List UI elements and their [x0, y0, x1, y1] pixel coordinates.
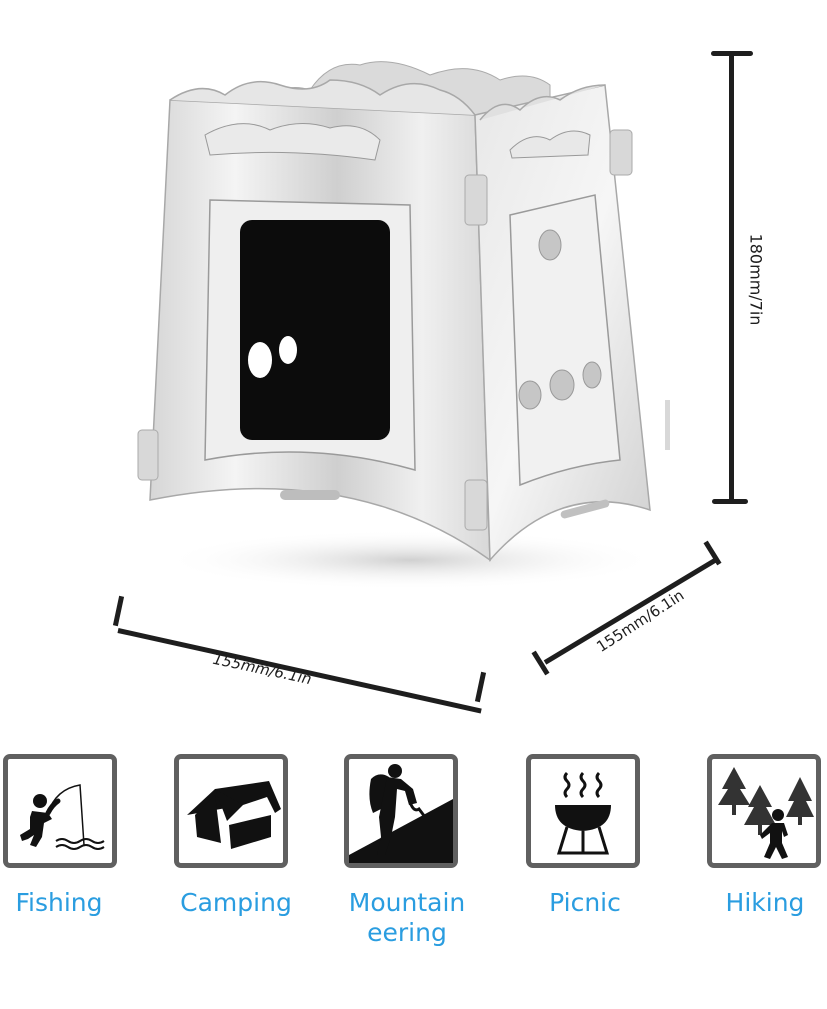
grill-icon	[555, 771, 611, 855]
height-dimension-label: 180mm/7in	[746, 233, 766, 326]
front-width-cap-right	[474, 671, 487, 703]
climber-icon	[349, 764, 453, 863]
activity-label-fishing: Fishing	[15, 888, 103, 917]
camping-icon-card	[174, 754, 288, 868]
fishing-icon-card	[3, 754, 117, 868]
tent-icon	[187, 781, 281, 849]
activity-label-camping: Camping	[180, 888, 292, 917]
front-width-dimension-label: 155mm/6.1in	[211, 649, 314, 689]
picnic-icon-card	[526, 754, 640, 868]
hiker-icon	[718, 767, 814, 859]
hiking-icon-card	[707, 754, 821, 868]
height-dimension-cap-top	[711, 51, 753, 56]
height-dimension-cap-bottom	[712, 499, 748, 504]
front-width-cap-left	[112, 595, 125, 627]
activity-label-mountaineering-line2: eering	[367, 918, 447, 947]
activity-label-hiking: Hiking	[725, 888, 805, 917]
activity-label-mountaineering: Mountain eering	[340, 888, 474, 948]
activity-label-mountaineering-line1: Mountain	[348, 888, 466, 917]
stove-product-image	[130, 40, 670, 600]
mountaineering-icon-card	[344, 754, 458, 868]
activity-label-picnic: Picnic	[549, 888, 621, 917]
fishing-icon	[20, 784, 105, 850]
height-dimension-line	[729, 54, 734, 502]
